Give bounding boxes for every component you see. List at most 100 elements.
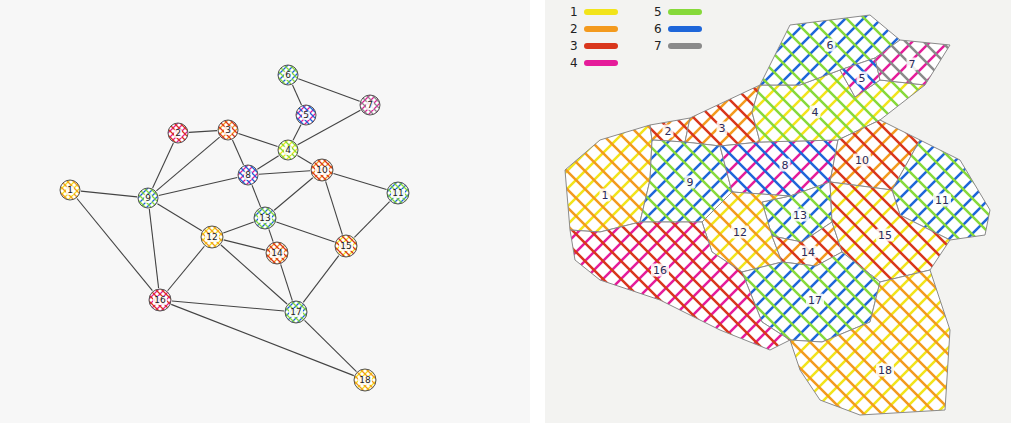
- map-region: [875, 40, 950, 85]
- node-circle: [254, 207, 276, 229]
- region-number: 18: [876, 364, 894, 377]
- node-circle: [311, 159, 333, 181]
- node-number: 13: [258, 214, 271, 223]
- region-number: 4: [810, 106, 821, 119]
- graph-node: 7: [359, 94, 381, 116]
- node-number: 10: [315, 166, 328, 175]
- graph-edge: [159, 177, 238, 195]
- region-number: 5: [857, 72, 868, 85]
- legend-text: 3: [570, 40, 584, 52]
- graph-node: 11: [386, 181, 410, 205]
- region-number: 17: [806, 294, 824, 307]
- graph-node: 2: [167, 122, 189, 144]
- legend-swatch: [584, 60, 618, 66]
- graph-node: 17: [284, 300, 308, 324]
- node-circle: [238, 165, 258, 185]
- graph-edge: [298, 79, 359, 101]
- graph-node: 8: [237, 164, 259, 186]
- legend-text: 2: [570, 23, 584, 35]
- node-number: 4: [284, 146, 292, 155]
- panel-background: [545, 0, 1011, 423]
- legend-entry: 5: [654, 6, 702, 18]
- map-region: [570, 222, 790, 350]
- graph-node: 15: [334, 234, 358, 258]
- graph-node: 14: [265, 241, 289, 265]
- graph-edge: [252, 185, 261, 207]
- node-number: 16: [153, 296, 166, 305]
- graph-edge: [305, 320, 357, 371]
- region-number: 15: [876, 229, 894, 242]
- graph-edge: [153, 143, 174, 188]
- node-number: 5: [302, 111, 310, 120]
- node-number: 1: [66, 186, 74, 195]
- graph-edge: [189, 131, 217, 133]
- graph-edge: [232, 140, 243, 165]
- node-number: 18: [358, 376, 371, 385]
- node-number: 17: [289, 308, 302, 317]
- legend-text: 7: [654, 40, 668, 52]
- graph-edge: [238, 133, 277, 146]
- region-number: 2: [663, 125, 674, 138]
- legend-text: 5: [654, 6, 668, 18]
- graph-edge: [168, 246, 205, 290]
- graph-edge: [223, 222, 253, 233]
- graph-node: 10: [310, 158, 334, 182]
- graph-node: 5: [295, 104, 317, 126]
- graph-edge: [259, 171, 310, 174]
- node-number: 2: [174, 129, 182, 138]
- region-number: 8: [780, 159, 791, 172]
- graph-edge: [157, 204, 201, 231]
- map-region: [565, 125, 652, 232]
- map-region: [650, 118, 690, 142]
- graph-node: 9: [137, 187, 159, 209]
- node-circle: [149, 289, 171, 311]
- region-number: 14: [799, 246, 817, 259]
- graph-edge: [303, 256, 339, 303]
- map-region: [685, 85, 760, 146]
- node-circle: [335, 235, 357, 257]
- graph-node: 6: [277, 64, 299, 86]
- graph-edge: [333, 173, 386, 189]
- node-circle: [218, 120, 238, 140]
- region-number: 9: [685, 176, 696, 189]
- legend-entry: 3: [570, 40, 618, 52]
- legend-entry: 6: [654, 23, 702, 35]
- node-circle: [278, 140, 298, 160]
- graph-node: 4: [277, 139, 299, 161]
- graph-edge: [293, 125, 301, 140]
- node-number: 6: [284, 71, 292, 80]
- region-number: 16: [651, 264, 669, 277]
- region-number: 10: [853, 154, 871, 167]
- region-number: 6: [825, 39, 836, 52]
- node-circle: [60, 180, 80, 200]
- legend-swatch: [668, 43, 702, 49]
- legend-entry: 2: [570, 23, 618, 35]
- graph-edge: [293, 85, 302, 105]
- legend-swatch: [584, 26, 618, 32]
- region-number: 12: [731, 226, 749, 239]
- node-circle: [266, 242, 288, 264]
- legend-entry: 4: [570, 57, 618, 69]
- graph-edge: [156, 137, 219, 191]
- graph-edge: [257, 156, 278, 169]
- map-region: [790, 270, 950, 415]
- node-number: 7: [366, 101, 374, 110]
- graph-node: 1: [59, 179, 81, 201]
- panel-background: [0, 0, 530, 423]
- node-number: 12: [205, 233, 218, 242]
- legend-text: 4: [570, 57, 584, 69]
- graph-edge: [281, 264, 293, 300]
- node-circle: [285, 301, 307, 323]
- node-circle: [387, 182, 409, 204]
- legend-swatch: [584, 9, 618, 15]
- legend-swatch: [668, 26, 702, 32]
- graph-node: 18: [353, 368, 377, 392]
- legend-entry: 1: [570, 6, 618, 18]
- graph-node: 16: [148, 288, 172, 312]
- node-number: 15: [339, 242, 352, 251]
- region-number: 7: [907, 58, 918, 71]
- graph-edge: [297, 156, 311, 164]
- graph-edge: [326, 181, 343, 234]
